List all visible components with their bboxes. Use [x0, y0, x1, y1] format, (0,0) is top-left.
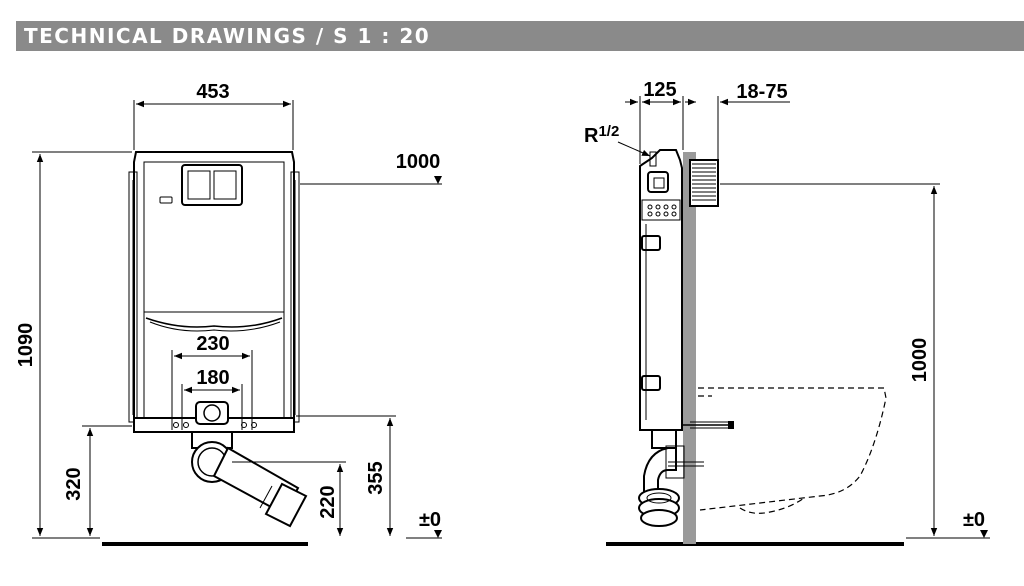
- dim-thread: R1/2: [584, 123, 619, 147]
- side-view: 125 18-75 R1/2 1000 ±0: [584, 79, 990, 546]
- dim-floor-front: ±0: [419, 509, 441, 531]
- dim-thread-fraction: 1/2: [598, 123, 619, 140]
- wall: [683, 152, 696, 544]
- insulation-panel: [689, 159, 719, 207]
- dim-thread-letter: R: [584, 125, 599, 147]
- dim-height-side: 1000: [909, 338, 931, 383]
- cistern-side: [638, 149, 685, 527]
- dim-right-low: 355: [365, 461, 387, 494]
- dim-inner-narrow: 180: [196, 367, 229, 389]
- wc-bowl-outline: [698, 387, 887, 514]
- flush-plate: [181, 164, 243, 206]
- dim-outlet-height: 220: [317, 485, 339, 518]
- section-header: TECHNICAL DRAWINGS / S 1 : 20: [16, 21, 1024, 51]
- front-view: 453 1090 1000 230 180 320 220 355: [15, 81, 442, 546]
- section-title: TECHNICAL DRAWINGS / S 1 : 20: [24, 24, 431, 48]
- dim-inner-wide: 230: [196, 333, 229, 355]
- dim-depth: 125: [643, 79, 676, 101]
- dim-wall: 18-75: [736, 81, 787, 103]
- dim-height-total: 1090: [15, 323, 37, 368]
- frame-body: [128, 151, 308, 528]
- dim-floor-side: ±0: [963, 509, 985, 531]
- dim-width: 453: [196, 81, 229, 103]
- dim-level-right: 1000: [396, 151, 441, 173]
- dim-left-low: 320: [63, 467, 85, 500]
